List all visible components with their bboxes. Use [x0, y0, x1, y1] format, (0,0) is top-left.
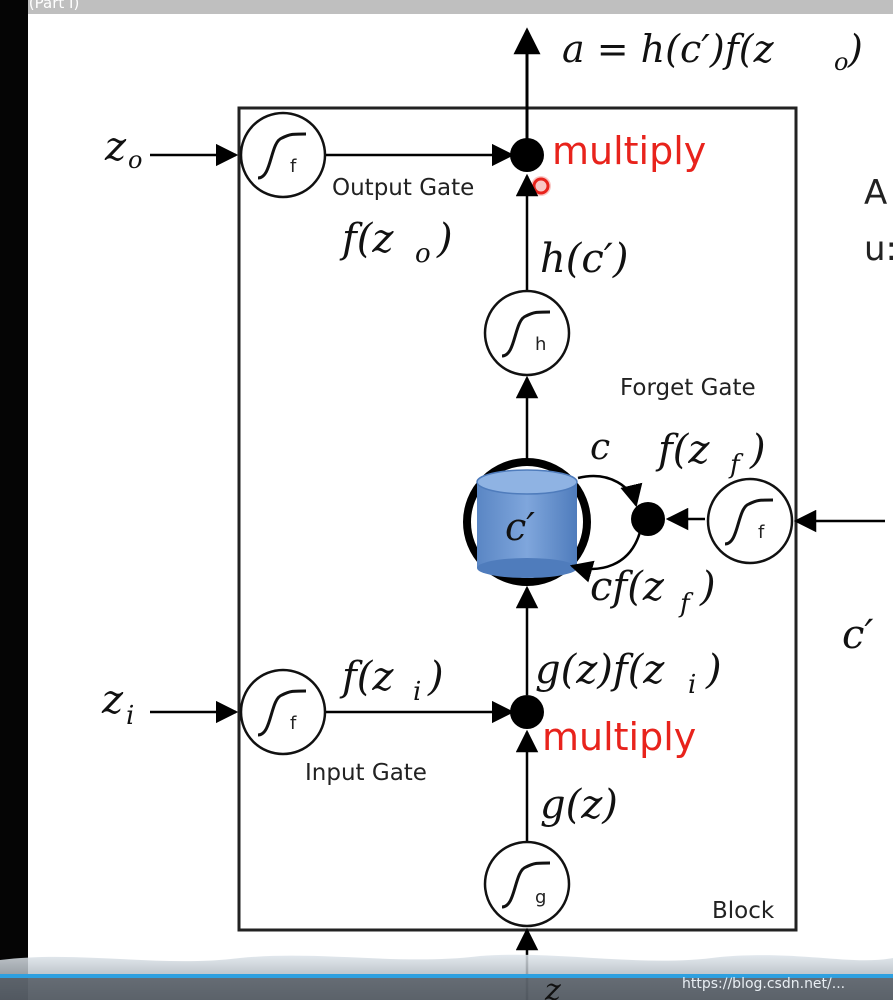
- top-multiply-label: multiply: [552, 129, 706, 173]
- f-zi-text: f(z: [339, 654, 394, 700]
- cf-zf-tail: ): [699, 564, 716, 610]
- f-zo-sub: o: [415, 239, 431, 269]
- block-label: Block: [712, 898, 775, 924]
- video-title-strip: ork (Part I): [0, 0, 893, 14]
- zo-label-sub: o: [128, 146, 142, 174]
- c-label: c: [590, 427, 610, 468]
- cell-to-forget-arc: [577, 474, 643, 508]
- z-label: z: [544, 973, 561, 1000]
- f-zo-label: f(z o ): [339, 216, 453, 269]
- cell-label: c′: [505, 505, 535, 549]
- cursor-glow: [531, 176, 551, 196]
- output-gate-label: Output Gate: [332, 175, 474, 201]
- bottom-multiply-label: multiply: [542, 715, 696, 759]
- watermark-text: https://blog.csdn.net/...: [682, 976, 845, 992]
- g-label: g: [535, 887, 546, 908]
- gz-fzi-label: g(z)f(z i ): [535, 647, 722, 700]
- input-gate-activation: f: [239, 668, 327, 756]
- zi-label-sub: i: [126, 701, 134, 731]
- forget-gate-f-label: f: [758, 522, 765, 543]
- output-gate-activation: f: [239, 111, 327, 199]
- forget-to-cell-arc: [569, 531, 642, 583]
- h-activation: h: [483, 289, 571, 377]
- gz-fzi-sub: i: [688, 670, 696, 700]
- f-zo-tail: ): [436, 216, 453, 262]
- bottom-multiply-node: [510, 695, 544, 729]
- output-formula-tail: ): [847, 27, 863, 71]
- zi-label: z: [101, 677, 124, 723]
- cutoff-text-u: u:: [864, 229, 893, 269]
- zo-label: z: [104, 124, 127, 170]
- forget-gate-activation: f: [706, 477, 794, 565]
- c-prime-right-label: c′: [842, 612, 873, 658]
- f-zf-text: f(z: [655, 427, 710, 473]
- input-gate-label: Input Gate: [305, 760, 427, 786]
- gz-label: g(z): [540, 782, 618, 828]
- h-c-label: h(c′): [540, 236, 628, 282]
- input-gate-f-label: f: [290, 713, 297, 734]
- cf-zf-sub: f: [678, 589, 694, 619]
- top-multiply-node: [510, 138, 544, 172]
- cf-zf-label: cf(z f ): [590, 564, 716, 619]
- f-zf-label: f(z f ): [655, 427, 766, 480]
- output-formula-sub: o: [834, 48, 848, 76]
- f-zi-tail: ): [427, 654, 444, 700]
- left-frame-edge: [0, 0, 28, 1000]
- f-zi-sub: i: [413, 677, 421, 707]
- output-gate-f-label: f: [290, 156, 297, 177]
- video-progress-area[interactable]: [0, 954, 893, 1000]
- f-zi-label: f(z i ): [339, 654, 444, 707]
- output-formula: a = h(c′)f(z o ): [562, 27, 863, 76]
- gz-fzi-tail: ): [705, 647, 722, 693]
- cf-zf-text: cf(z: [590, 564, 665, 610]
- f-zf-sub: f: [728, 450, 744, 480]
- cutoff-text-a: A: [864, 173, 887, 213]
- f-zf-tail: ): [749, 427, 766, 473]
- forget-multiply-node: [631, 502, 665, 536]
- f-zo-text: f(z: [339, 216, 394, 262]
- forget-gate-label: Forget Gate: [620, 375, 756, 401]
- output-formula-text: a = h(c′)f(z: [562, 27, 775, 71]
- g-activation: g: [483, 840, 571, 928]
- video-progress-bar[interactable]: [0, 974, 893, 978]
- memory-cell: c′: [463, 458, 591, 586]
- gz-fzi-text: g(z)f(z: [535, 647, 665, 693]
- h-label: h: [535, 334, 546, 355]
